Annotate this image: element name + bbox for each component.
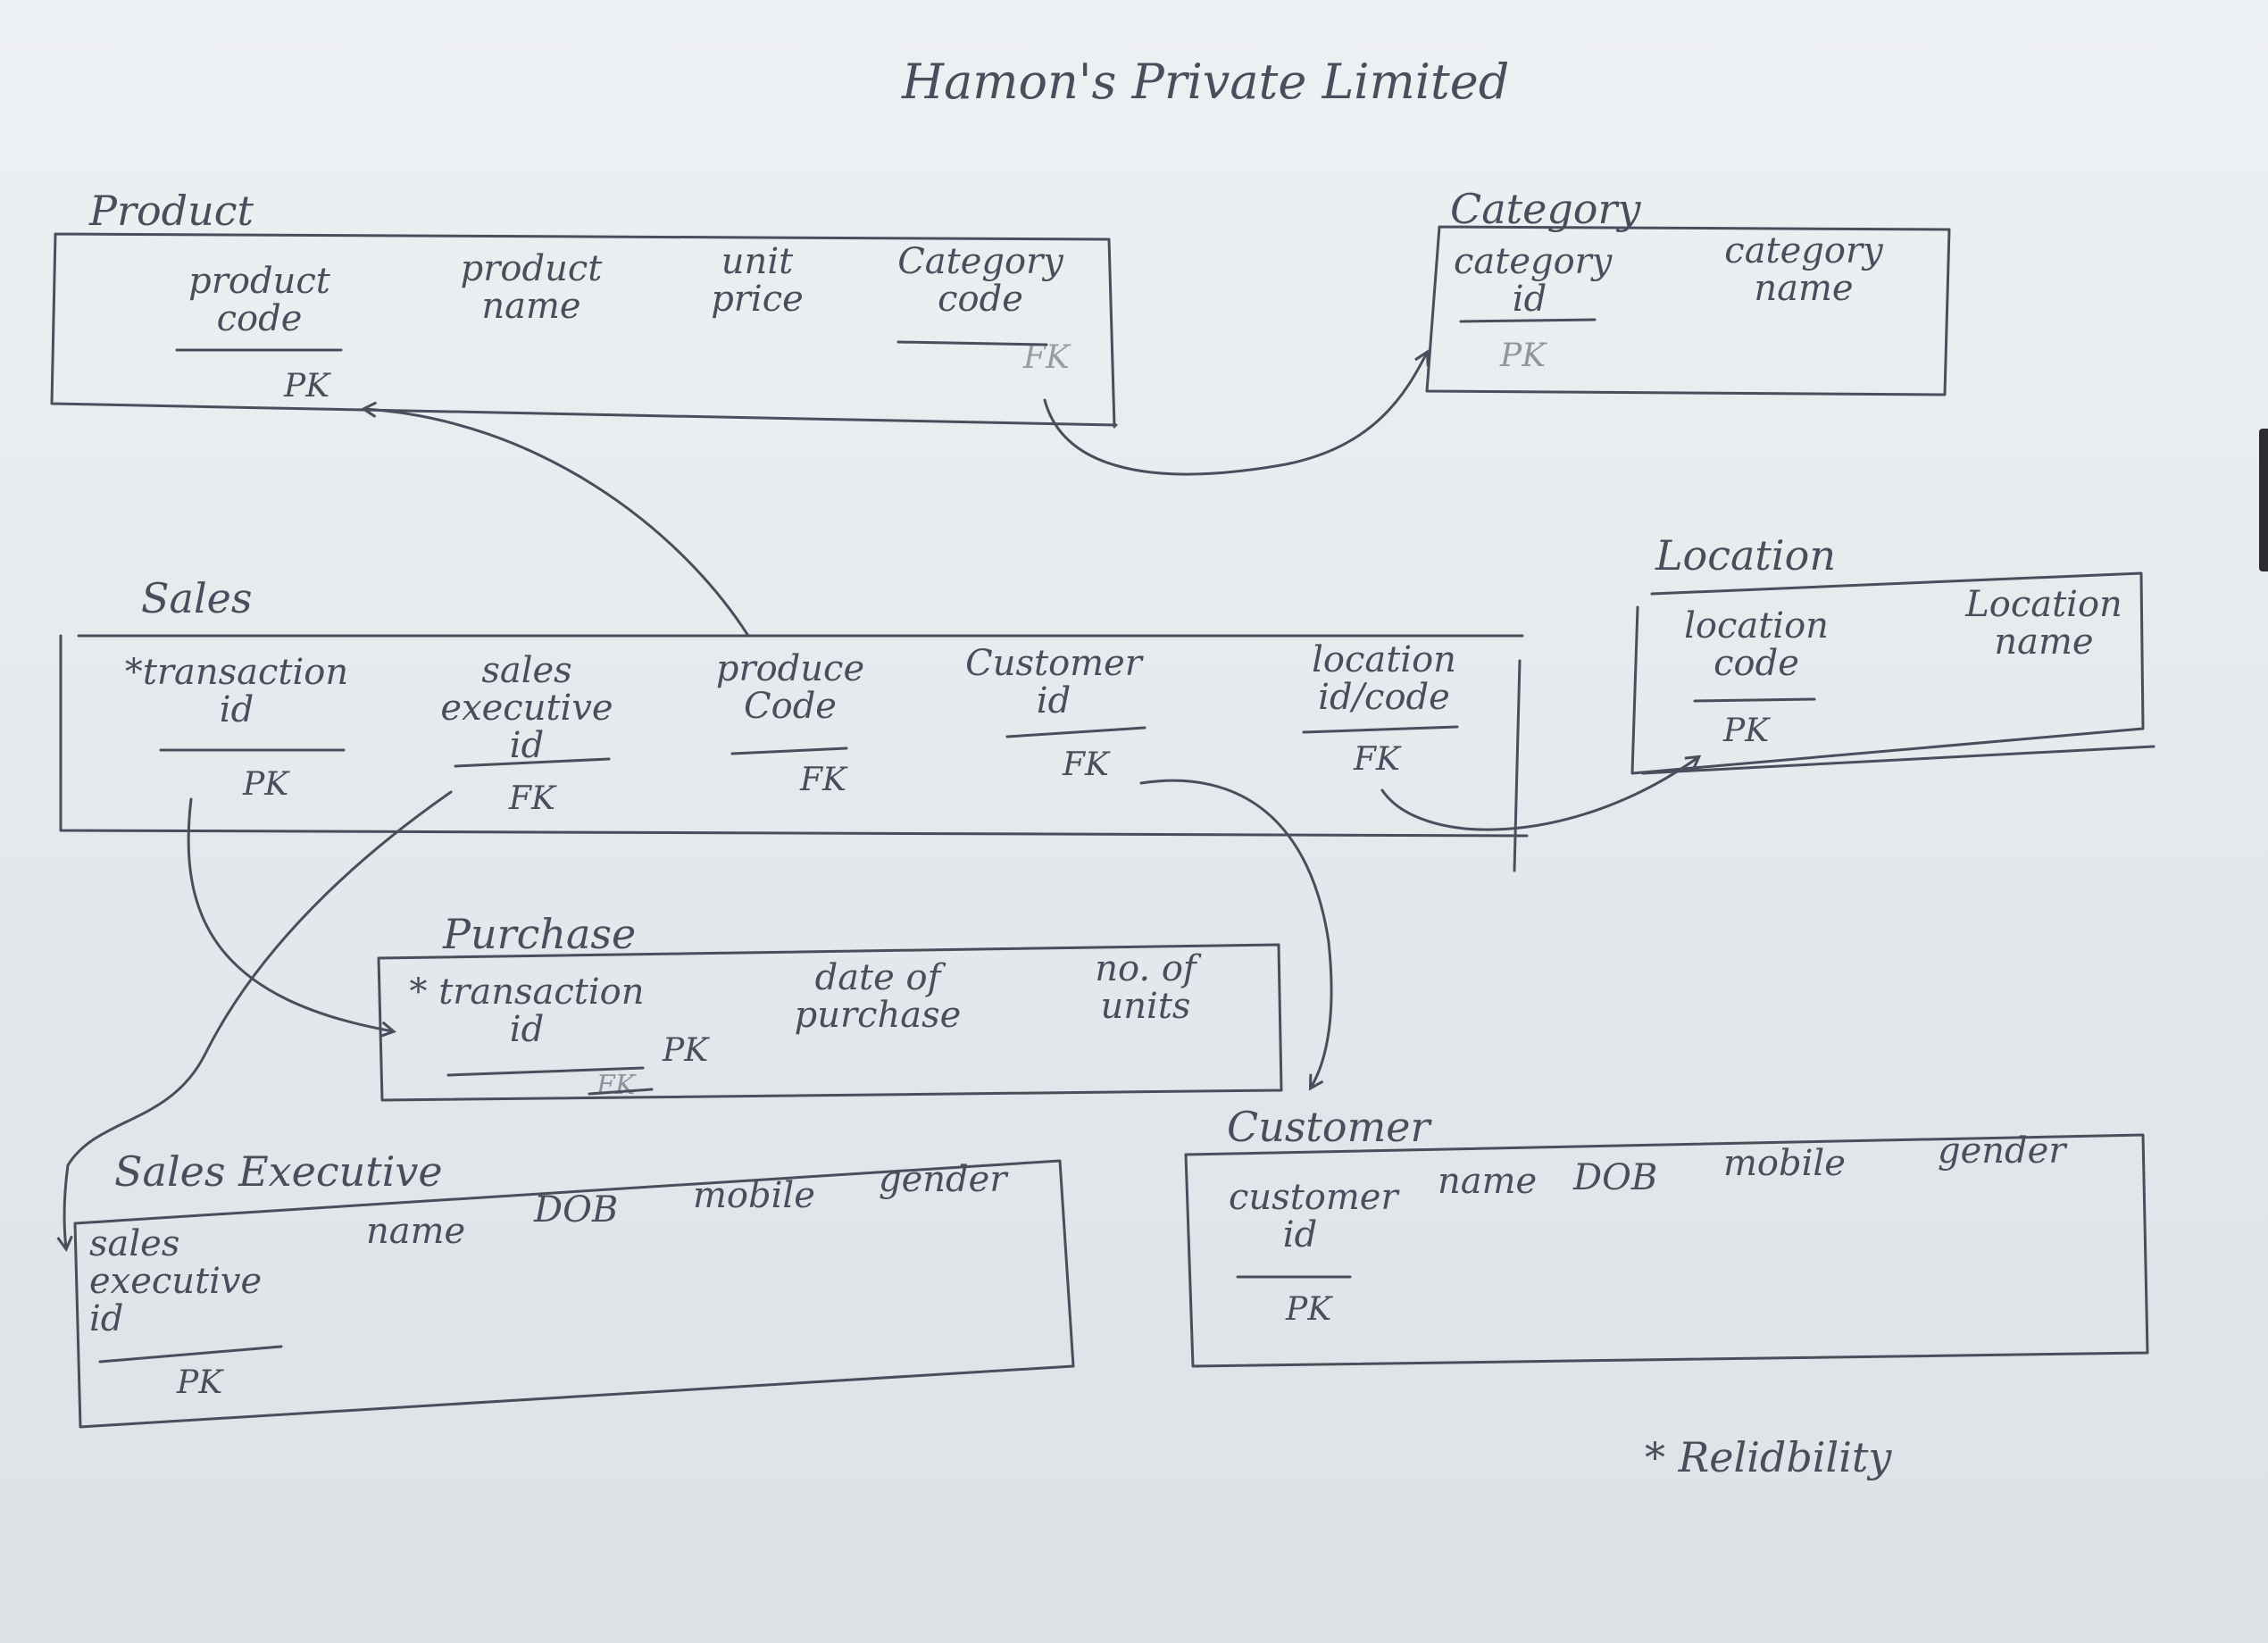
photo-edge-shadow — [2259, 429, 2268, 571]
attr-sales-executive-id: sales executive id — [440, 650, 613, 766]
product-box — [50, 232, 1118, 429]
attr-location-code: location code — [1684, 605, 1829, 684]
attr-customer-name: name — [1438, 1161, 1538, 1202]
link-customer-id-to-customer — [1139, 779, 1333, 1088]
attr-sales-transaction-id: *transaction id — [124, 652, 349, 730]
key-customer-id: FK — [1063, 746, 1109, 783]
key-category-code: FK — [1023, 339, 1070, 376]
attr-unit-price: unit price — [711, 241, 804, 320]
underline-category-id — [1459, 318, 1597, 323]
key-sales-executive-id: FK — [509, 780, 555, 817]
entity-name-purchase: Purchase — [443, 910, 637, 958]
purchase-box — [377, 943, 1283, 1102]
entity-name-sales: Sales — [141, 574, 253, 622]
attr-location-name: Location name — [1965, 584, 2122, 663]
entity-name-product: Product — [89, 187, 254, 235]
link-transaction-id-to-purchase — [187, 797, 393, 1031]
underline-sales-exec-id — [454, 757, 611, 768]
legend-note: * Relidbility — [1645, 1433, 1892, 1481]
attr-date-of-purchase: date of purchase — [794, 957, 962, 1036]
link-sales-exec-id-to-sales-executive — [64, 790, 453, 1248]
attr-sales-executive-mobile: mobile — [693, 1175, 815, 1216]
link-category-code-to-category-id — [1043, 353, 1427, 476]
underline-purchase-transaction-id — [446, 1066, 645, 1077]
link-location-id-to-location-code — [1380, 757, 1698, 831]
strike-purchase-fk — [588, 1088, 654, 1096]
attr-sales-executive-dob: DOB — [534, 1189, 619, 1230]
key-category-id: PK — [1500, 338, 1547, 374]
sales-executive-box — [73, 1159, 1075, 1429]
key-location-id-code: FK — [1354, 741, 1400, 778]
underline-location-code — [1693, 697, 1816, 703]
attr-produce-code: produce Code — [715, 648, 865, 727]
attr-customer-gender: gender — [1938, 1130, 2066, 1172]
entity-name-location: Location — [1655, 531, 1836, 580]
key-purchase-struck-fk: FK — [596, 1070, 636, 1101]
location-box — [1630, 571, 2155, 775]
attr-sales-executive-pk-id: sales executive id — [89, 1223, 263, 1339]
attr-sales-executive-gender: gender — [879, 1159, 1007, 1200]
link-produce-code-to-product-code — [364, 409, 750, 638]
attr-sales-executive-name: name — [366, 1211, 466, 1252]
category-box — [1425, 225, 1951, 396]
attr-customer-mobile: mobile — [1723, 1143, 1846, 1184]
underline-category-code — [896, 340, 1048, 346]
key-customer-pk: PK — [1286, 1291, 1332, 1328]
underline-produce-code — [730, 746, 848, 755]
customer-box — [1184, 1133, 2149, 1368]
key-sales-transaction-id: PK — [243, 766, 289, 803]
underline-sales-executive-id — [98, 1345, 283, 1364]
attr-category-code: Category code — [897, 241, 1063, 320]
key-product-code: PK — [284, 368, 330, 404]
attr-category-name: category name — [1724, 230, 1883, 309]
attr-category-id: category id — [1454, 241, 1613, 320]
attr-purchase-transaction-id: * transaction id — [409, 972, 645, 1050]
entity-name-category: Category — [1450, 185, 1641, 233]
attr-location-id-code: location id/code — [1312, 639, 1456, 718]
underline-location-id — [1302, 725, 1459, 734]
attr-customer-dob: DOB — [1573, 1157, 1658, 1198]
key-purchase-transaction-id: PK — [663, 1032, 709, 1069]
attr-customer-pk-id: customer id — [1229, 1177, 1398, 1255]
attr-product-code: product code — [188, 261, 330, 339]
entity-name-customer: Customer — [1227, 1103, 1430, 1151]
attr-product-name: product name — [460, 248, 603, 327]
underline-customer-id — [1005, 726, 1147, 738]
entity-name-sales-executive: Sales Executive — [114, 1147, 443, 1196]
key-produce-code: FK — [800, 762, 846, 798]
key-sales-executive-pk: PK — [177, 1364, 223, 1401]
key-location-code: PK — [1723, 713, 1770, 749]
sales-box — [59, 634, 1529, 872]
attr-no-of-units: no. of units — [1095, 948, 1197, 1027]
attr-customer-id: Customer id — [965, 643, 1142, 721]
diagram-title: Hamon's Private Limited — [902, 54, 1510, 110]
